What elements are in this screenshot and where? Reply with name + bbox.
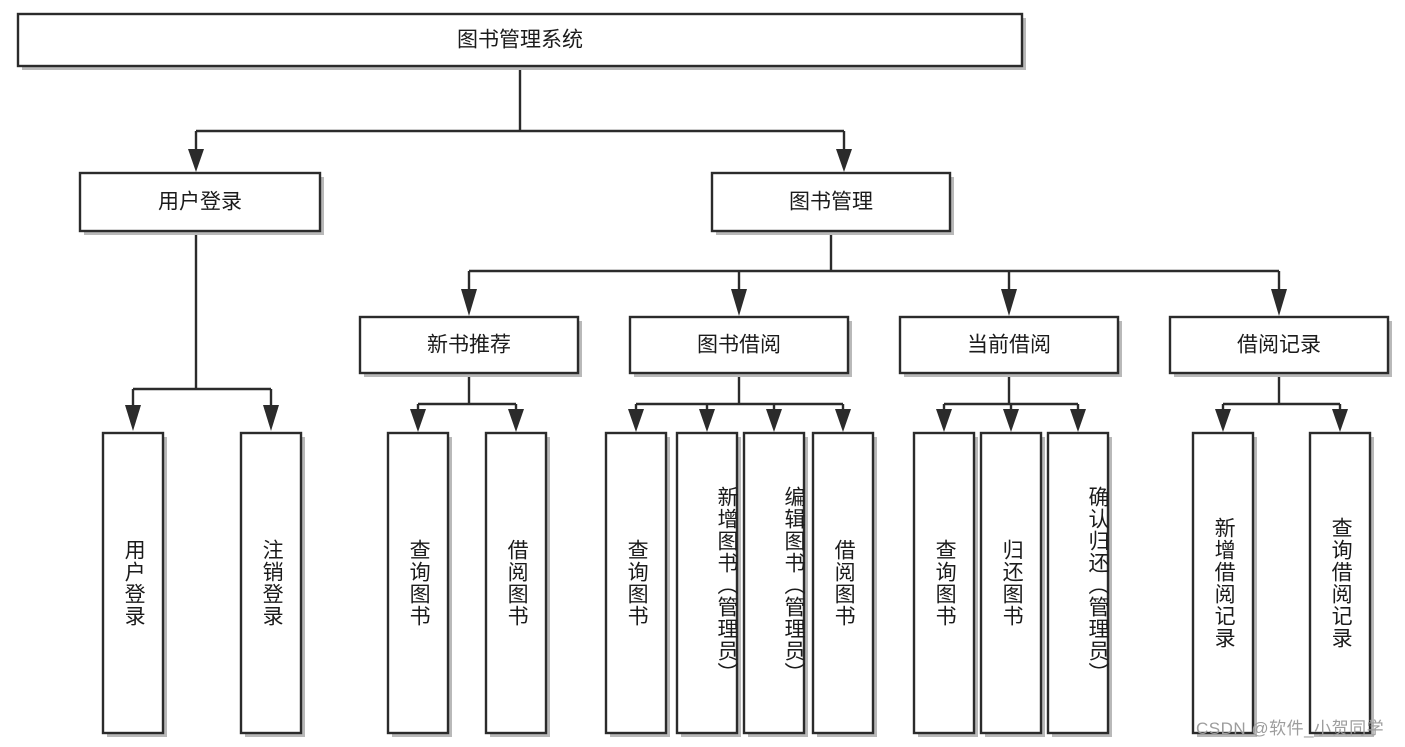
node-book-management-label: 图书管理 [789, 191, 873, 214]
node-user-login[interactable]: 用户登录 [78, 171, 324, 235]
connector-bookmgmt-to-level3 [461, 231, 1287, 316]
leaf-book-borrow-0[interactable] [604, 431, 670, 737]
node-user-login-label: 用户登录 [158, 191, 242, 214]
leaf-user-login-1[interactable] [239, 431, 305, 737]
connector-userlogin-to-leaves [125, 231, 279, 431]
connector-newbook-to-leaves [410, 373, 524, 432]
connector-root-to-level2 [188, 66, 852, 172]
connector-currentborrow-to-leaves [936, 373, 1086, 432]
leaf-new-book-0[interactable] [386, 431, 452, 737]
node-borrow-record-label: 借阅记录 [1237, 334, 1321, 357]
node-book-management[interactable]: 图书管理 [710, 171, 954, 235]
leaf-borrow-record-0[interactable] [1191, 431, 1257, 737]
leaf-new-book-1[interactable] [484, 431, 550, 737]
node-borrow-record[interactable]: 借阅记录 [1168, 315, 1392, 377]
csdn-watermark: CSDN @软件_小贺同学 [1196, 719, 1385, 738]
node-new-book-recommend[interactable]: 新书推荐 [358, 315, 582, 377]
connector-bookborrow-to-leaves [628, 373, 851, 432]
node-new-book-recommend-label: 新书推荐 [427, 334, 511, 357]
leaf-current-borrow-1[interactable] [979, 431, 1045, 737]
leaf-borrow-record-1[interactable] [1308, 431, 1374, 737]
leaf-current-borrow-0[interactable] [912, 431, 978, 737]
leaf-current-borrow-2[interactable] [1046, 431, 1112, 737]
leaf-book-borrow-2[interactable] [742, 431, 808, 737]
node-book-borrow-label: 图书借阅 [697, 334, 781, 357]
connector-borrowrecord-to-leaves [1215, 373, 1348, 432]
node-root[interactable]: 图书管理系统 [16, 12, 1026, 70]
node-current-borrow-label: 当前借阅 [967, 334, 1051, 357]
leaf-user-login-0[interactable] [101, 431, 167, 737]
node-book-borrow[interactable]: 图书借阅 [628, 315, 852, 377]
leaf-book-borrow-3[interactable] [811, 431, 877, 737]
leaf-book-borrow-1[interactable] [675, 431, 741, 737]
node-current-borrow[interactable]: 当前借阅 [898, 315, 1122, 377]
node-root-label: 图书管理系统 [457, 29, 583, 52]
